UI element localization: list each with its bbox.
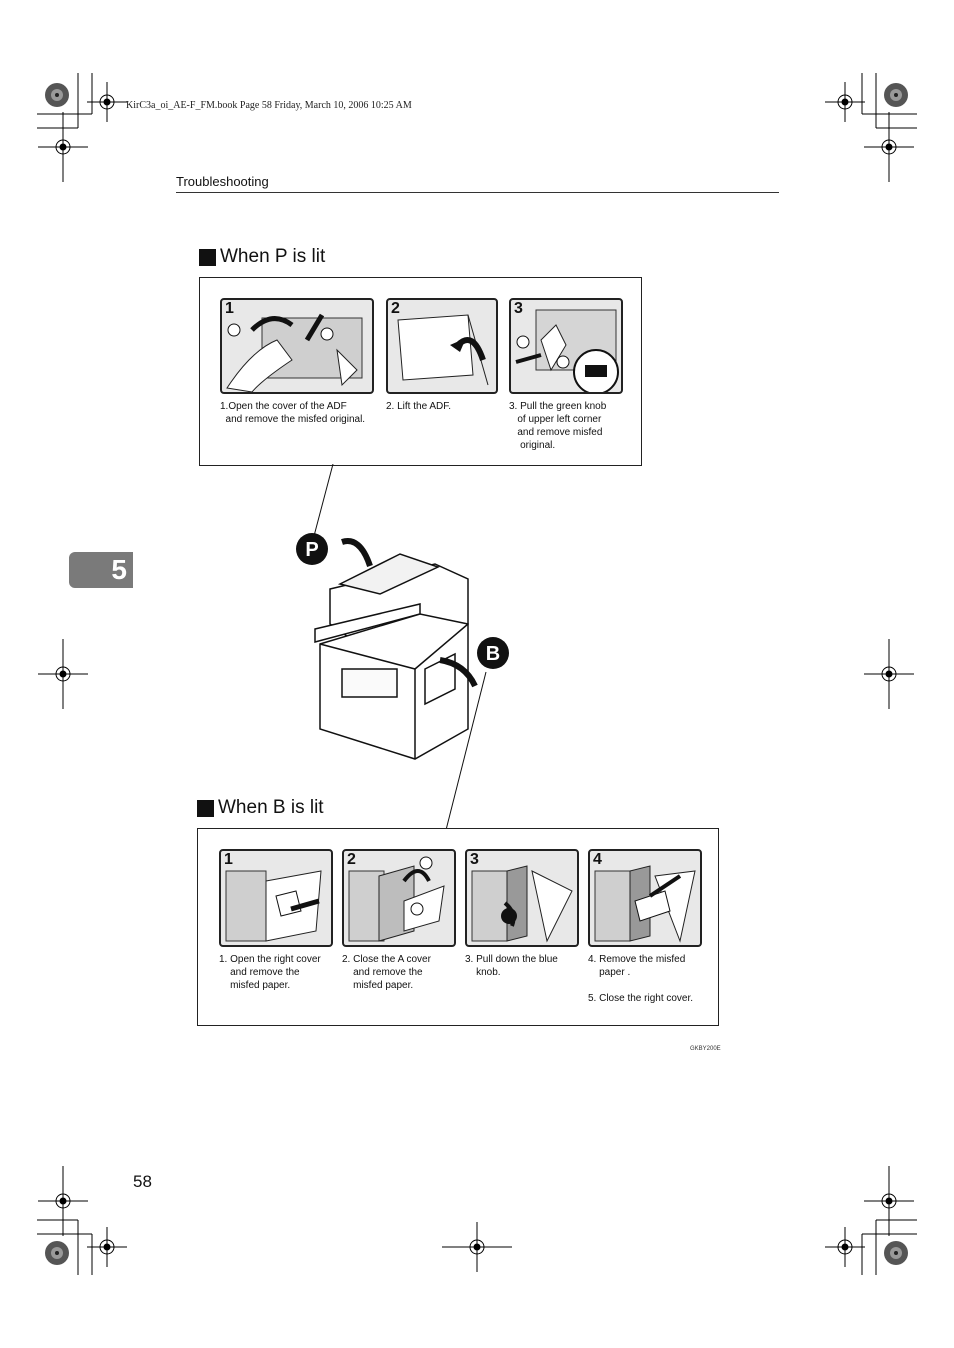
p-step-1-number: 1 bbox=[225, 300, 234, 317]
section-p-panel: 1 2 3 1.Open the co bbox=[199, 277, 642, 466]
p-step-3-illustration: 3 bbox=[509, 298, 623, 394]
heading-square-icon bbox=[199, 248, 216, 266]
b-step-1-number: 1 bbox=[224, 851, 233, 868]
heading-square-icon bbox=[197, 799, 214, 817]
book-info-line: KirC3a_oi_AE-F_FM.book Page 58 Friday, M… bbox=[126, 100, 412, 111]
section-b-panel: 1 2 3 4 bbox=[197, 828, 719, 1026]
page-number: 58 bbox=[133, 1172, 152, 1191]
p-step-1-caption: 1.Open the cover of the ADF and remove t… bbox=[220, 401, 366, 425]
p-step-3-number: 3 bbox=[514, 300, 523, 317]
chapter-tab: 5 bbox=[69, 552, 133, 588]
section-title: Troubleshooting bbox=[176, 174, 269, 189]
chapter-number: 5 bbox=[111, 554, 127, 585]
figure-code: GKBY200E bbox=[690, 1046, 721, 1052]
b-step-2-caption: 2. Close the A cover and remove the misf… bbox=[342, 954, 431, 991]
p-step-2-illustration: 2 bbox=[386, 298, 498, 394]
b-step-2-number: 2 bbox=[347, 851, 356, 868]
section-b-heading: When B is lit bbox=[197, 797, 324, 819]
p-step-2-caption: 2. Lift the ADF. bbox=[386, 401, 452, 412]
b-step-3-caption: 3. Pull down the blue knob. bbox=[465, 954, 558, 978]
b-step-4-number: 4 bbox=[593, 851, 602, 868]
p-step-3-caption: 3. Pull the green knob of upper left cor… bbox=[509, 401, 607, 451]
label-p-icon: P bbox=[305, 539, 318, 561]
b-step-3-illustration: 3 bbox=[465, 849, 579, 947]
close-a-cover-icon bbox=[348, 856, 445, 942]
open-adf-cover-icon bbox=[226, 313, 363, 392]
b-step-4-illustration: 4 bbox=[588, 849, 702, 947]
b-step-2-illustration: 2 bbox=[342, 849, 456, 947]
pull-blue-knob-icon bbox=[471, 865, 573, 943]
section-b-title: When B is lit bbox=[218, 797, 324, 818]
p-step-2-number: 2 bbox=[391, 300, 400, 317]
open-right-cover-icon bbox=[225, 870, 322, 942]
b-step-4-caption: 4. Remove the misfed paper . 5. Close th… bbox=[588, 954, 694, 1004]
b-step-1-caption: 1. Open the right cover and remove the m… bbox=[219, 954, 321, 991]
remove-misfed-paper-icon bbox=[594, 865, 696, 943]
b-step-1-illustration: 1 bbox=[219, 849, 333, 947]
b-step-3-number: 3 bbox=[470, 851, 479, 868]
section-p-title: When P is lit bbox=[220, 246, 326, 267]
pull-green-knob-icon bbox=[515, 309, 619, 392]
lift-adf-icon bbox=[397, 314, 489, 386]
running-header: Troubleshooting bbox=[176, 174, 779, 193]
section-p-heading: When P is lit bbox=[199, 246, 325, 268]
label-b-icon: B bbox=[486, 643, 500, 665]
p-step-1-illustration: 1 bbox=[220, 298, 374, 394]
copier-illustration: P B bbox=[296, 464, 509, 830]
